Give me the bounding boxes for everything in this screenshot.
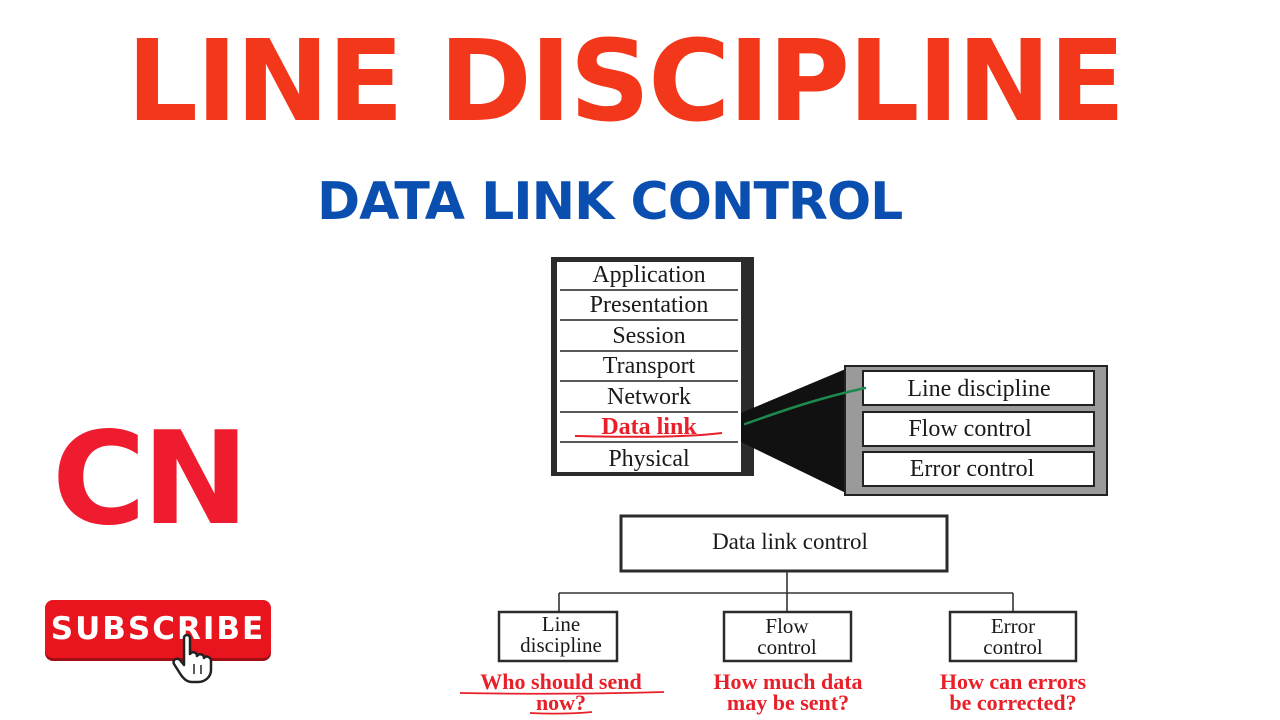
osi-stack: Application Presentation Session Transpo…	[551, 257, 754, 476]
osi-layer-session: Session	[612, 323, 685, 349]
pointer-hand-icon	[172, 633, 213, 684]
red-underline	[574, 432, 723, 438]
tree-node-line-discipline-line1: Line	[542, 612, 580, 636]
osi-layer-physical: Physical	[608, 446, 690, 472]
tree-node-error-control-line2: control	[983, 635, 1043, 659]
tree-node-error-control-line1: Error	[991, 614, 1035, 638]
tree-node-flow-control-line1: Flow	[765, 614, 809, 638]
question-errors-line1: How can errors	[940, 669, 1087, 694]
tree-root-label: Data link control	[712, 529, 868, 554]
tree-node-line-discipline-line2: discipline	[520, 633, 602, 657]
osi-layer-application: Application	[592, 262, 705, 288]
red-underline-now	[529, 711, 593, 715]
question-how-much-line2: may be sent?	[727, 690, 849, 715]
function-line-discipline: Line discipline	[907, 376, 1050, 402]
question-how-much-line1: How much data	[713, 669, 862, 694]
subscribe-label: SUBSCRIBE	[50, 611, 266, 647]
control-tree: Data link control Line discipline Flow c…	[459, 514, 1087, 715]
callout-wedge	[741, 368, 848, 494]
osi-layer-network: Network	[607, 384, 691, 410]
osi-layer-presentation: Presentation	[590, 292, 709, 318]
function-error-control: Error control	[910, 456, 1035, 482]
osi-layer-transport: Transport	[603, 353, 696, 379]
question-errors-line2: be corrected?	[949, 690, 1076, 715]
red-underline-who	[459, 691, 665, 695]
function-flow-control: Flow control	[908, 416, 1032, 442]
page-subtitle: DATA LINK CONTROL	[317, 172, 903, 232]
tree-node-flow-control-line2: control	[757, 635, 817, 659]
page-title: LINE DISCIPLINE	[126, 17, 1126, 147]
question-who-line1: Who should send	[480, 669, 641, 694]
subscribe-button[interactable]: SUBSCRIBE	[45, 600, 271, 658]
cn-logo: CN	[52, 405, 249, 554]
functions-box: Line discipline Flow control Error contr…	[844, 365, 1108, 496]
